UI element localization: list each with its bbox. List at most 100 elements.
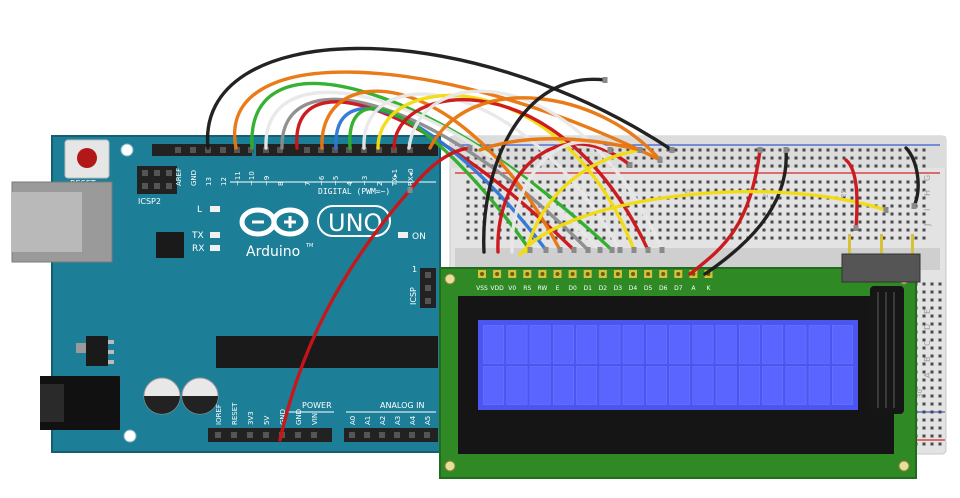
breadboard-hole <box>922 196 926 200</box>
digital-pin-socket[interactable] <box>407 147 413 153</box>
breadboard-hole <box>762 188 766 192</box>
capacitor <box>143 377 181 415</box>
power-pin-label: VIN <box>311 413 319 425</box>
breadboard-hole <box>682 148 686 152</box>
power-pin-socket[interactable] <box>295 432 301 438</box>
breadboard-hole <box>714 196 718 200</box>
analog-pin-label: A2 <box>379 416 387 425</box>
breadboard-hole <box>714 204 718 208</box>
wire-end <box>637 147 643 153</box>
mount-hole <box>123 429 137 443</box>
digital-pin-socket[interactable] <box>234 147 240 153</box>
power-pin-socket[interactable] <box>215 432 221 438</box>
power-pin-socket[interactable] <box>247 432 253 438</box>
analog-pin-socket[interactable] <box>394 432 400 438</box>
lcd-char-cell <box>808 325 830 364</box>
breadboard-hole <box>930 346 934 350</box>
digital-pin-label: 4 <box>346 181 354 186</box>
breadboard-hole <box>922 290 926 294</box>
digital-pin-socket[interactable] <box>332 147 338 153</box>
digital-pin-socket[interactable] <box>248 147 254 153</box>
breadboard-hole <box>858 196 862 200</box>
breadboard-hole <box>746 220 750 224</box>
breadboard-hole <box>690 212 694 216</box>
breadboard-hole <box>922 180 926 184</box>
power-pin-socket[interactable] <box>231 432 237 438</box>
digital-pin-label: ~3 <box>361 176 369 186</box>
breadboard-hole <box>930 322 934 326</box>
breadboard-hole <box>818 204 822 208</box>
analog-pin-socket[interactable] <box>379 432 385 438</box>
breadboard-hole <box>634 212 638 216</box>
digital-pin-label: GND <box>190 170 198 186</box>
breadboard-hole <box>690 228 694 232</box>
uno-badge <box>317 205 391 237</box>
breadboard-hole <box>562 188 566 192</box>
digital-pin-socket[interactable] <box>277 147 283 153</box>
breadboard-hole <box>570 204 574 208</box>
breadboard-hole <box>922 322 926 326</box>
breadboard-hole <box>546 220 550 224</box>
breadboard-hole <box>498 204 502 208</box>
breadboard-hole <box>898 156 902 160</box>
breadboard-hole <box>474 220 478 224</box>
digital-pin-socket[interactable] <box>220 147 226 153</box>
breadboard-hole <box>738 236 742 240</box>
breadboard-hole <box>778 204 782 208</box>
lcd-pin-hole <box>555 272 560 276</box>
digital-pin-socket[interactable] <box>175 147 181 153</box>
breadboard-hole <box>466 236 470 240</box>
breadboard-hole <box>898 236 902 240</box>
breadboard-hole <box>842 148 846 152</box>
breadboard-hole <box>762 180 766 184</box>
breadboard-hole <box>642 228 646 232</box>
breadboard-col-number: 25 <box>840 189 848 198</box>
power-pin-socket[interactable] <box>311 432 317 438</box>
breadboard-hole <box>778 228 782 232</box>
digital-pin-socket[interactable] <box>391 147 397 153</box>
breadboard-hole <box>778 180 782 184</box>
breadboard-hole <box>522 212 526 216</box>
breadboard-hole <box>842 228 846 232</box>
digital-pin-socket[interactable] <box>190 147 196 153</box>
breadboard-hole <box>722 228 726 232</box>
breadboard-row-letter: A <box>923 372 932 378</box>
analog-pin-socket[interactable] <box>349 432 355 438</box>
breadboard-hole <box>642 220 646 224</box>
potentiometer[interactable] <box>841 234 921 414</box>
reset-button[interactable] <box>64 139 110 179</box>
breadboard-hole <box>890 204 894 208</box>
breadboard-hole <box>850 180 854 184</box>
breadboard-hole <box>666 148 670 152</box>
breadboard-hole <box>834 188 838 192</box>
breadboard-hole <box>906 188 910 192</box>
breadboard-hole <box>882 164 886 168</box>
breadboard-hole <box>722 236 726 240</box>
lcd-char-cell <box>762 366 784 405</box>
breadboard-hole <box>506 156 510 160</box>
breadboard-hole <box>634 220 638 224</box>
breadboard-hole <box>890 156 894 160</box>
analog-pin-socket[interactable] <box>424 432 430 438</box>
breadboard-hole <box>914 156 918 160</box>
breadboard-hole <box>682 220 686 224</box>
breadboard-hole <box>786 212 790 216</box>
digital-pin-socket[interactable] <box>205 147 211 153</box>
digital-pin-socket[interactable] <box>346 147 352 153</box>
breadboard-hole <box>586 220 590 224</box>
analog-pin-socket[interactable] <box>409 432 415 438</box>
lcd-char-cell <box>483 366 505 405</box>
lcd-char-cell <box>715 366 737 405</box>
digital-pin-socket[interactable] <box>318 147 324 153</box>
wire-end <box>467 145 473 151</box>
analog-pin-socket[interactable] <box>364 432 370 438</box>
digital-pin-socket[interactable] <box>304 147 310 153</box>
digital-pin-socket[interactable] <box>361 147 367 153</box>
digital-pin-socket[interactable] <box>376 147 382 153</box>
breadboard-hole <box>698 220 702 224</box>
jumper-wire <box>408 146 472 192</box>
breadboard-hole <box>722 180 726 184</box>
digital-pin-socket[interactable] <box>263 147 269 153</box>
power-pin-socket[interactable] <box>263 432 269 438</box>
lcd-pin-label: D1 <box>583 285 592 292</box>
